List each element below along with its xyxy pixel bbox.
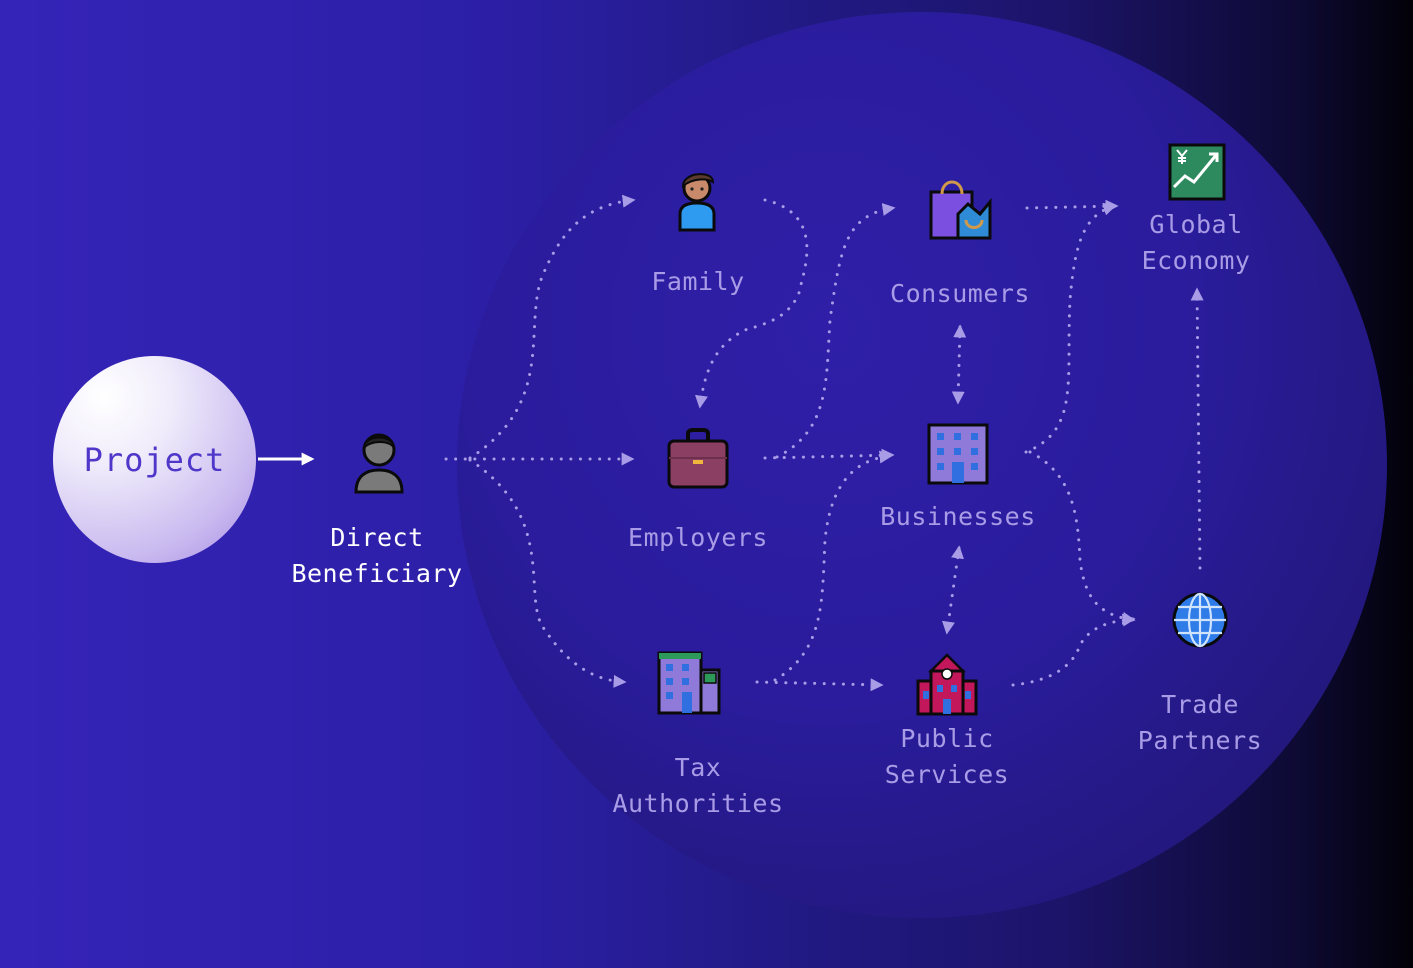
impact-circle [457, 12, 1387, 918]
edge-businesses-global [1024, 202, 1117, 454]
edge-businesses-trade [1028, 450, 1136, 625]
edge-trade-global [1190, 287, 1204, 570]
edge-tax-public [755, 678, 884, 692]
edge-public-trade [1011, 613, 1136, 687]
project-node: Project [53, 356, 256, 563]
edge-employers-consumers [775, 203, 896, 459]
edge-consumers-businesses [951, 324, 967, 405]
person-icon [354, 433, 404, 494]
node-label-direct-beneficiary: Direct Beneficiary [291, 523, 463, 588]
family-person-icon [678, 173, 716, 232]
node-label-global-economy: Global Economy [1141, 210, 1251, 275]
node-label-employers: Employers [628, 523, 768, 552]
node-label-public-services: Public Services [884, 724, 1010, 789]
shopping-bags-icon [929, 180, 992, 240]
node-label-tax-authorities: Tax Authorities [612, 753, 784, 818]
briefcase-icon [667, 428, 729, 489]
edge-family-employers [694, 198, 809, 409]
node-label-family: Family [651, 267, 745, 296]
yen-chart-icon [1168, 143, 1226, 201]
edge-employers-businesses [763, 448, 895, 462]
node-label-trade-partners: Trade Partners [1137, 690, 1263, 755]
edge-beneficiary-family [468, 194, 636, 460]
office-building-icon [657, 651, 721, 715]
node-label-businesses: Businesses [880, 502, 1036, 531]
school-building-icon [916, 653, 978, 716]
node-label-consumers: Consumers [890, 279, 1030, 308]
business-building-icon [927, 423, 989, 485]
globe-icon [1172, 592, 1228, 648]
edge-beneficiary-tax [468, 458, 627, 688]
edge-businesses-public [942, 545, 964, 635]
project-label: Project [83, 440, 226, 479]
edge-tax-businesses [773, 450, 893, 682]
